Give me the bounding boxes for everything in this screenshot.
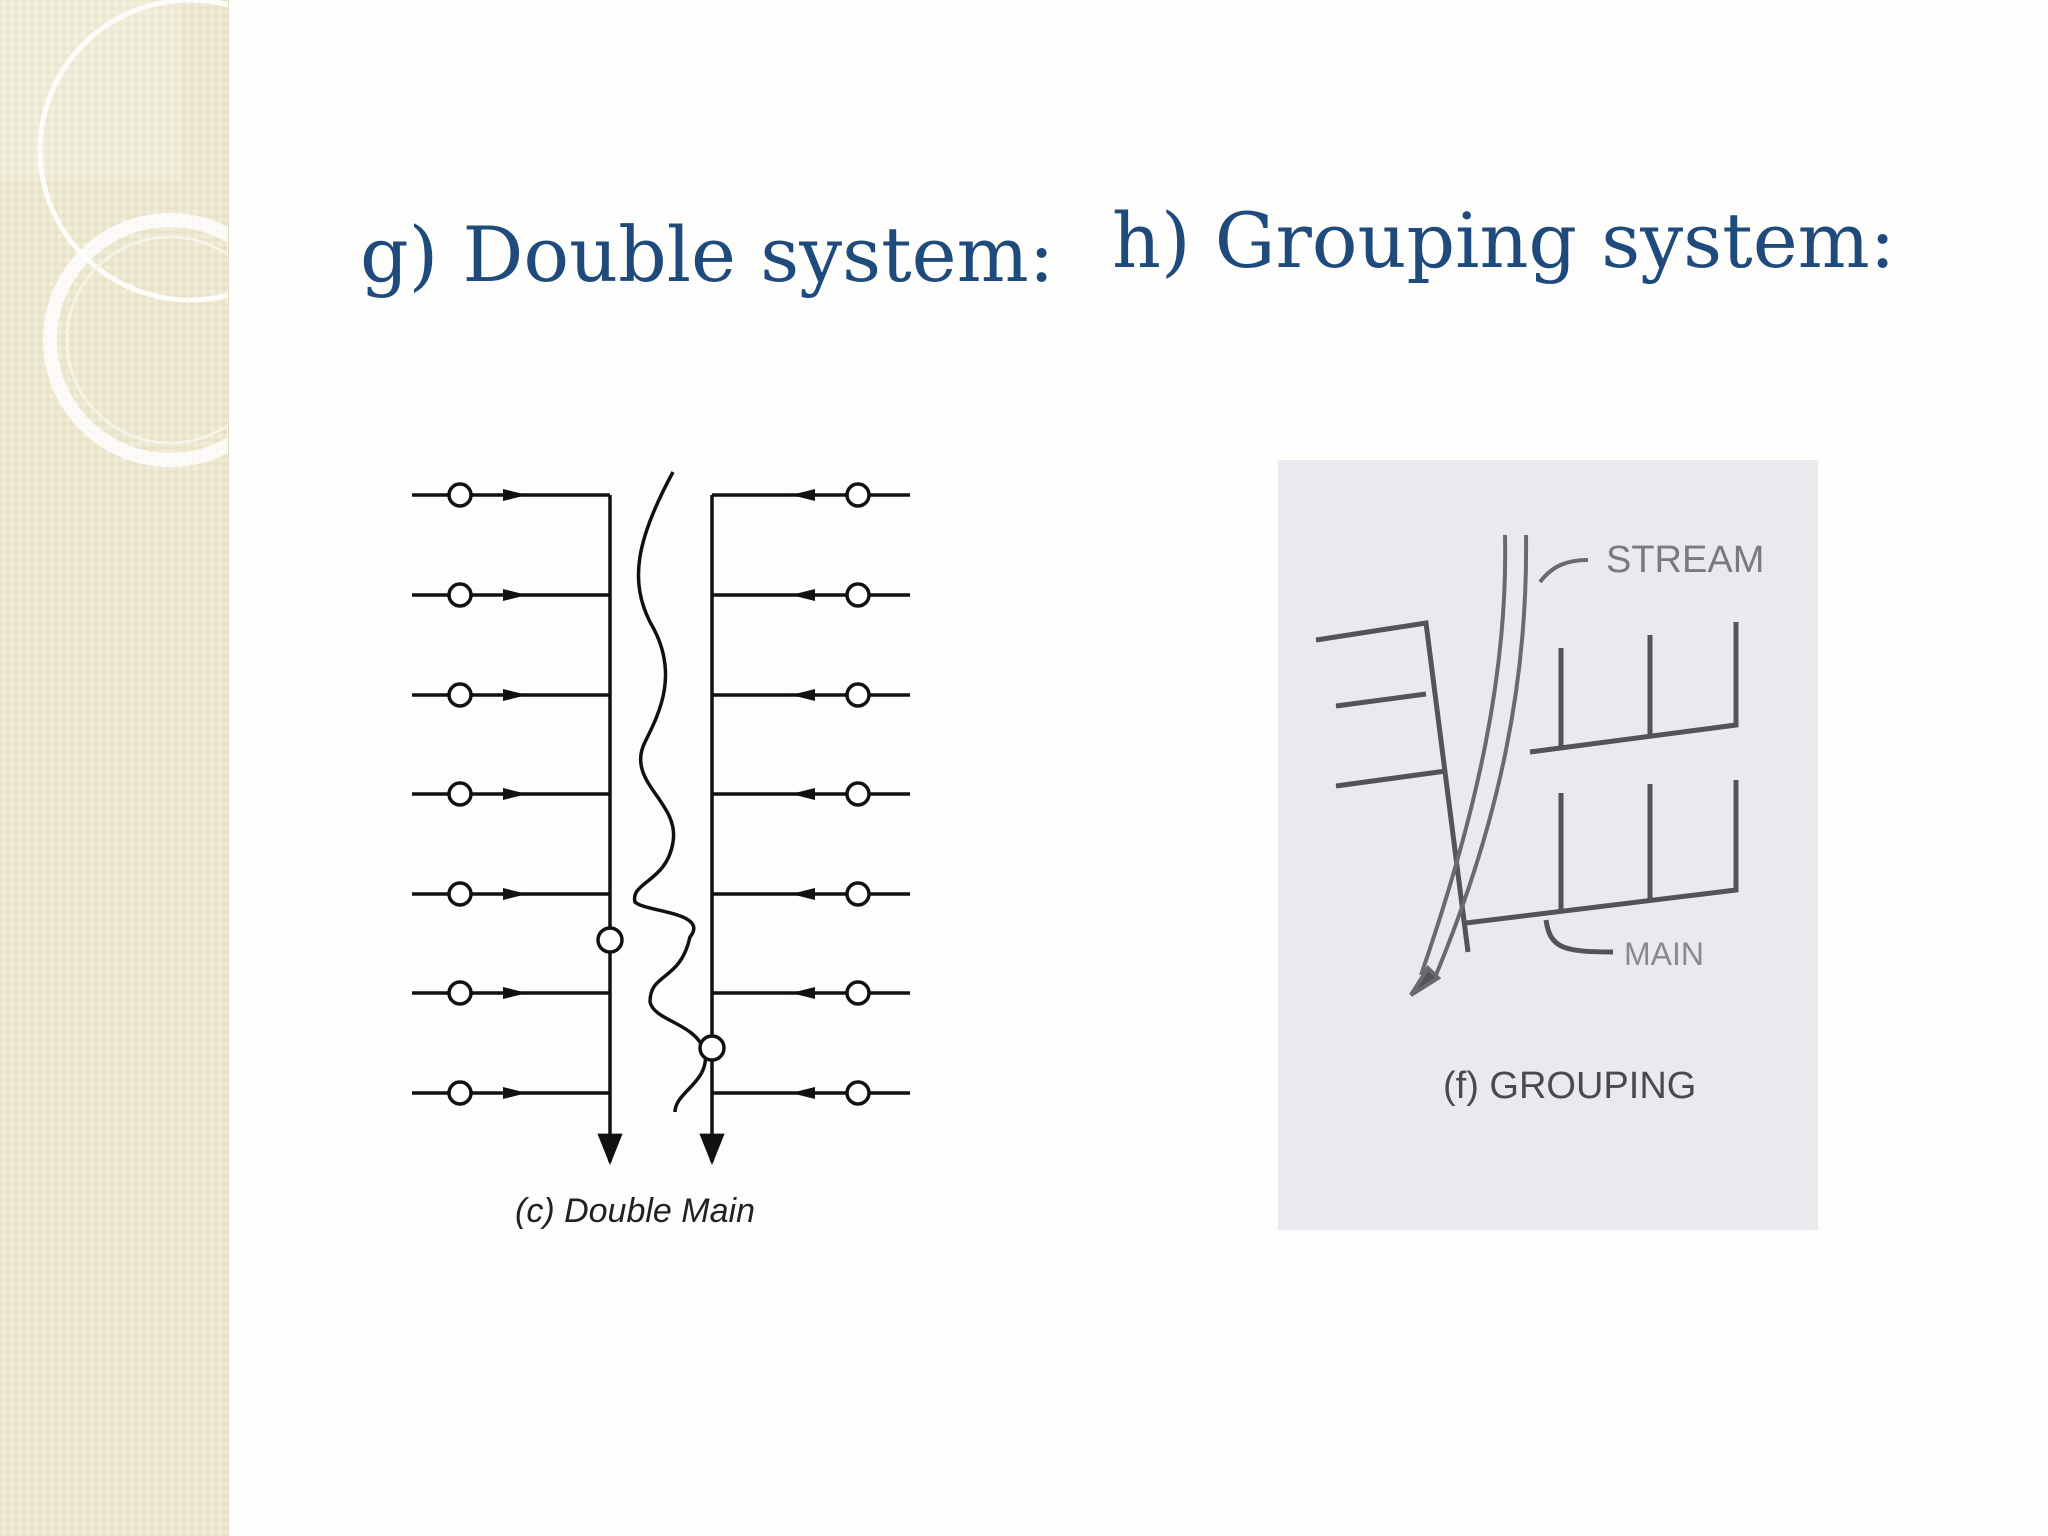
decorative-rings: [0, 0, 228, 467]
double-main-figure: (c) Double Main: [405, 462, 965, 1266]
river: [632, 471, 708, 1113]
main-sewers: [597, 495, 725, 1166]
lateral-arrows-left: [503, 489, 527, 1099]
grouping-system-heading: h) Grouping system:: [1112, 196, 1896, 285]
manholes-left: [447, 482, 473, 1106]
scanned-paper-background: [1278, 460, 1818, 1230]
manholes-right: [845, 482, 871, 1106]
grouping-caption: (f) GROUPING: [1443, 1065, 1696, 1107]
main-label: MAIN: [1624, 936, 1704, 972]
outfall-manholes: [596, 926, 726, 1062]
lateral-arrows-right: [791, 489, 815, 1099]
double-main-caption: (c) Double Main: [515, 1192, 755, 1230]
double-system-heading: g) Double system:: [360, 210, 1055, 299]
decorative-side-band: [0, 0, 229, 1536]
grouping-network: [1315, 620, 1739, 955]
stream-label: STREAM: [1606, 539, 1764, 581]
grouping-figure: STREAM MAIN (f) GROUPING: [1278, 460, 1818, 1234]
stream: [1409, 534, 1589, 997]
